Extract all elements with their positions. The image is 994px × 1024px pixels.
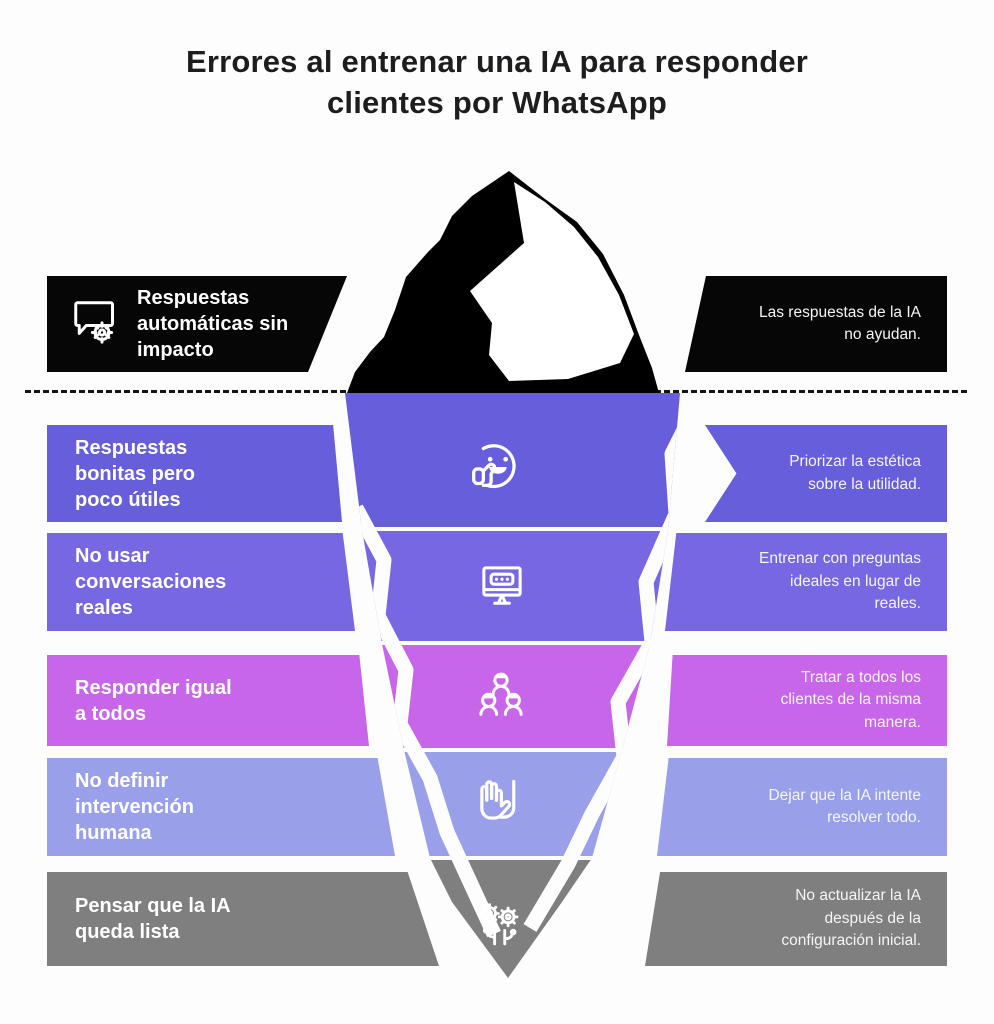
row-label: Pensar que la IA queda lista — [75, 895, 230, 943]
row-2-right-box: Priorizar la estética sobre la utilidad. — [705, 425, 947, 522]
page-title: Errores al entrenar una IA para responde… — [185, 44, 809, 120]
row-1-right-box: Las respuestas de la IA no ayudan. — [685, 276, 947, 372]
row-4-left-box: Responder igual a todos — [47, 655, 369, 746]
row-3-left-box: No usar conversaciones reales — [47, 533, 355, 631]
row-description: Entrenar con preguntas ideales en lugar … — [759, 550, 921, 613]
chat-bubble-gear-icon — [67, 294, 123, 355]
row-5-right-box: Dejar que la IA intente resolver todo. — [657, 758, 947, 856]
row-description: Dejar que la IA intente resolver todo. — [768, 786, 921, 826]
iceberg-tip — [347, 171, 659, 393]
row-description: No actualizar la IA después de la config… — [781, 887, 921, 950]
row-label: Responder igual a todos — [75, 676, 232, 725]
monitor-message-icon — [473, 557, 531, 620]
iceberg-crack-left — [349, 504, 501, 938]
row-label: No usar conversaciones reales — [75, 545, 227, 619]
row-label: Respuestas automáticas sin impacto — [137, 287, 289, 361]
row-description: Priorizar la estética sobre la utilidad. — [789, 453, 921, 493]
iceberg-tip-highlight — [470, 182, 634, 381]
smiley-thumbs-up-icon — [464, 436, 526, 503]
row-6-left-box: Pensar que la IA queda lista — [47, 872, 439, 966]
row-label: Respuestas bonitas pero poco útiles — [75, 436, 196, 511]
row-label: No definir intervención humana — [75, 770, 194, 844]
row-description: Las respuestas de la IA no ayudan. — [759, 303, 921, 343]
gear-flowers-icon — [471, 900, 525, 959]
row-3-right-box: Entrenar con preguntas ideales en lugar … — [665, 533, 947, 631]
row-2-left-box: Respuestas bonitas pero poco útiles — [47, 425, 342, 522]
people-group-icon — [473, 668, 529, 729]
row-6-right-box: No actualizar la IA después de la config… — [645, 872, 947, 966]
row-4-right-box: Tratar a todos los clientes de la misma … — [667, 655, 947, 746]
hand-stop-icon — [465, 774, 525, 839]
row-description: Tratar a todos los clientes de la misma … — [780, 668, 921, 731]
row-1-left-box: Respuestas automáticas sin impacto — [47, 276, 347, 372]
row-5-left-box: No definir intervención humana — [47, 758, 395, 856]
